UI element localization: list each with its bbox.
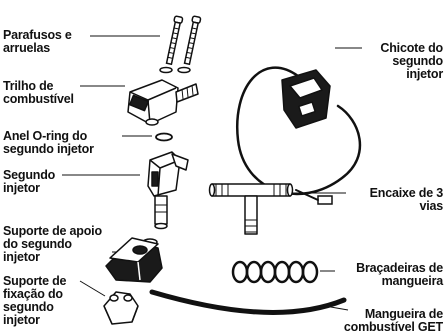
label-mount-bracket: Suporte de fixação do segundo injetor bbox=[3, 274, 67, 327]
label-hose-clamps: Braçadeiras de mangueira bbox=[356, 261, 443, 288]
o-ring bbox=[155, 132, 173, 142]
mount-bracket bbox=[103, 291, 139, 325]
harness-connector bbox=[281, 69, 331, 129]
second-injector bbox=[142, 151, 189, 246]
label-tee-fitting: Encaixe de 3 vias bbox=[369, 186, 444, 213]
fuel-rail bbox=[127, 79, 199, 126]
label-o-ring: Anel O-ring do segundo injetor bbox=[3, 129, 94, 156]
support-bracket bbox=[105, 237, 163, 283]
screws-and-washers bbox=[159, 15, 202, 74]
label-screws: Parafusos e arruelas bbox=[3, 28, 72, 55]
label-injector: Segundo injetor bbox=[3, 168, 56, 195]
fuel-hose bbox=[149, 289, 347, 315]
label-fuel-hose: Mangueira de combustível GET bbox=[343, 307, 443, 334]
injector-harness bbox=[235, 66, 362, 205]
label-fuel-rail: Trilho de combustível bbox=[3, 79, 74, 106]
tee-fitting bbox=[208, 183, 294, 235]
label-harness: Chicote do segundo injetor bbox=[380, 41, 443, 81]
hose-clamps bbox=[231, 260, 319, 284]
label-support-bracket: Suporte de apoio do segundo injetor bbox=[3, 224, 102, 264]
leader-mount bbox=[79, 280, 106, 297]
